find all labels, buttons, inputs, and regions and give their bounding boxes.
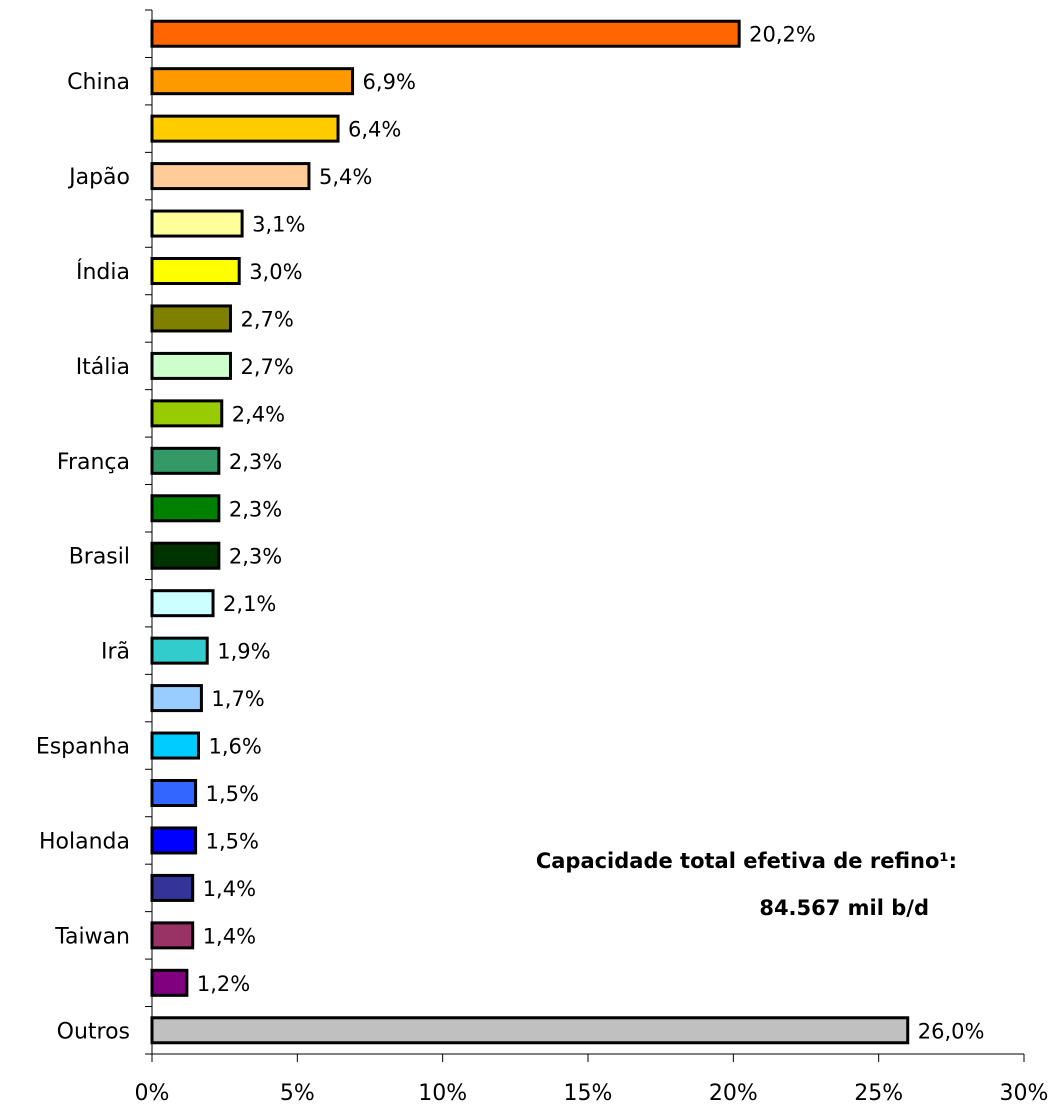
category-label: China	[67, 70, 130, 95]
bar-value-label: 26,0%	[918, 1019, 985, 1043]
bar	[150, 399, 224, 428]
category-label: França	[57, 450, 130, 475]
axes-group: 0% 5% 10% 15% 20% 25% 30%	[135, 9, 1049, 1106]
bar	[150, 636, 209, 665]
bar	[150, 921, 195, 950]
bar	[150, 684, 203, 713]
labels-group: 20,2% 6,9% China 6,4% 5,4% Japão 3,1% 3,0% Índia…	[36, 23, 985, 1045]
bar	[150, 209, 244, 238]
x-tick-label: 0%	[135, 1081, 170, 1106]
bar	[150, 162, 311, 191]
bar	[150, 968, 189, 997]
bar-value-label: 1,9%	[217, 640, 270, 664]
bar-value-label: 6,9%	[363, 70, 416, 94]
bar	[150, 731, 201, 760]
x-tick-label: 10%	[418, 1081, 467, 1106]
bar	[150, 779, 198, 807]
bars-group	[150, 19, 910, 1045]
category-label: Irã	[101, 640, 130, 665]
bar	[150, 304, 232, 333]
bar-value-label: 3,1%	[252, 213, 305, 237]
category-label: Japão	[67, 165, 130, 190]
x-tick-label: 5%	[280, 1081, 315, 1106]
bar-value-label: 6,4%	[348, 118, 401, 142]
bar	[150, 873, 195, 902]
annotation-line-2: 84.567 mil b/d	[759, 896, 929, 920]
bar-value-label: 2,3%	[229, 545, 282, 569]
bar-value-label: 2,3%	[229, 497, 282, 521]
bar	[150, 257, 241, 285]
bar	[150, 19, 741, 48]
x-tick-label: 30%	[1000, 1081, 1049, 1106]
bar-value-label: 1,4%	[203, 924, 256, 948]
bar	[150, 1016, 910, 1045]
bar-value-label: 2,7%	[240, 307, 293, 331]
bar	[150, 826, 198, 855]
x-tick-label: 20%	[709, 1081, 758, 1106]
category-label: Taiwan	[54, 924, 130, 949]
category-label: Itália	[76, 355, 130, 380]
bar	[150, 589, 215, 618]
bar-value-label: 20,2%	[749, 23, 816, 47]
category-label: Brasil	[69, 545, 130, 570]
category-label: Espanha	[36, 735, 130, 760]
annotation-line-1: Capacidade total efetiva de refino¹:	[536, 849, 957, 873]
category-label: Índia	[76, 259, 130, 285]
x-tick-label: 25%	[854, 1081, 903, 1106]
x-tick-label: 15%	[564, 1081, 613, 1106]
bar-value-label: 1,6%	[209, 735, 262, 759]
bar-value-label: 1,5%	[206, 782, 259, 806]
bar-value-label: 3,0%	[249, 260, 302, 284]
category-label: Holanda	[39, 829, 130, 854]
bar	[150, 351, 232, 380]
bar	[150, 541, 221, 570]
bar-value-label: 2,4%	[232, 402, 285, 426]
bar	[150, 114, 340, 143]
category-label: Outros	[57, 1019, 130, 1044]
bar-value-label: 1,4%	[203, 877, 256, 901]
bar	[150, 67, 355, 96]
bar	[150, 446, 221, 475]
bar	[150, 494, 221, 523]
bar-value-label: 2,3%	[229, 450, 282, 474]
bar-value-label: 1,7%	[211, 687, 264, 711]
bar-value-label: 2,1%	[223, 592, 276, 616]
bar-value-label: 5,4%	[319, 165, 372, 189]
bar-value-label: 1,2%	[197, 972, 250, 996]
bar-value-label: 1,5%	[206, 829, 259, 853]
bar-value-label: 2,7%	[240, 355, 293, 379]
